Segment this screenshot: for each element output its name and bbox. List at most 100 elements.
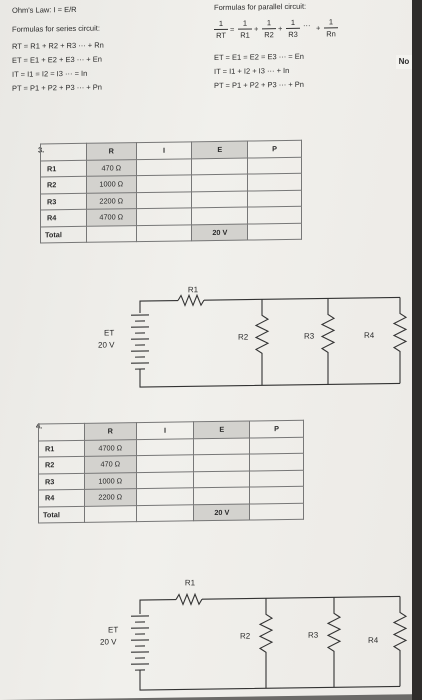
resistor-r1 (175, 592, 203, 606)
total-label: Total (40, 225, 87, 243)
fraction-term-r3: R3 (288, 29, 298, 39)
row-label: R1 (40, 159, 87, 177)
label-r3: R3 (304, 332, 315, 341)
resistance-value: 4700 Ω (86, 208, 137, 226)
power-cell[interactable] (247, 206, 302, 224)
header-p: P (247, 140, 302, 158)
voltage-cell[interactable] (191, 157, 248, 175)
resistor-r1 (177, 293, 205, 307)
total-current-cell[interactable] (136, 504, 194, 522)
voltage-cell[interactable] (193, 454, 250, 472)
power-cell[interactable] (247, 173, 302, 191)
resistance-value: 2200 Ω (84, 488, 137, 506)
voltage-cell[interactable] (193, 487, 250, 505)
row-label: R3 (38, 472, 85, 490)
current-cell[interactable] (136, 487, 194, 506)
fraction-op: + (254, 24, 259, 34)
resistance-value: 2200 Ω (86, 192, 137, 210)
voltage-cell[interactable] (191, 174, 248, 192)
resistor-r4 (392, 596, 408, 687)
resistor-r3 (320, 298, 336, 385)
resistance-value: 1000 Ω (86, 175, 137, 193)
header-e: E (191, 141, 248, 159)
fraction-op: ··· (303, 20, 311, 30)
label-source-voltage: 20 V (100, 637, 117, 646)
table-total-row: Total 20 V (38, 502, 304, 523)
current-cell[interactable] (136, 158, 192, 176)
voltage-cell[interactable] (193, 437, 250, 455)
problem-3-circuit-diagram: R1 ET 20 V R2 R3 R4 (98, 285, 408, 388)
header-i: I (136, 141, 192, 160)
power-cell[interactable] (247, 156, 302, 175)
power-cell[interactable] (249, 453, 304, 471)
header-i: I (136, 421, 194, 440)
side-tab: No (396, 55, 412, 69)
row-label: R2 (38, 456, 85, 474)
current-cell[interactable] (136, 191, 192, 209)
fraction-numerator: 1 (328, 17, 334, 27)
label-et: ET (108, 625, 118, 634)
resistor-r3 (326, 597, 342, 688)
row-label: R2 (40, 176, 87, 194)
voltage-cell[interactable] (191, 207, 248, 225)
resistance-value: 1000 Ω (84, 472, 137, 490)
problem-4-circuit-diagram: R1 ET 20 V R2 R3 R4 (100, 578, 408, 691)
total-voltage-value: 20 V (191, 223, 248, 241)
current-cell[interactable] (136, 471, 194, 489)
label-r1: R1 (185, 578, 196, 587)
current-cell[interactable] (136, 207, 192, 226)
power-cell[interactable] (249, 436, 304, 455)
voltage-cell[interactable] (193, 470, 250, 488)
current-cell[interactable] (136, 454, 194, 473)
row-label: R4 (40, 209, 87, 227)
problem-3-table: R I E P R1 470 Ω R2 1000 Ω R3 2200 Ω R4 … (40, 140, 302, 244)
resistor-r4 (392, 297, 408, 384)
header-r: R (84, 422, 137, 440)
series-formula-it: IT = I1 = I2 = I3 ··· = In (12, 68, 88, 79)
row-label: R1 (38, 439, 85, 457)
parallel-fraction-formula: 1 RT = 1 R1 + 1 R2 + 1 R3 ··· + 1 Rn (214, 17, 364, 43)
header-cell (38, 423, 85, 441)
total-power-cell[interactable] (247, 222, 302, 241)
resistance-value: 470 Ω (86, 159, 137, 177)
battery-source (131, 314, 149, 370)
resistor-r2 (258, 598, 274, 689)
battery-source (131, 615, 149, 671)
total-current-cell[interactable] (136, 224, 192, 242)
power-cell[interactable] (249, 486, 304, 504)
fraction-op: = (230, 24, 235, 34)
label-et: ET (104, 328, 114, 337)
header-cell (40, 143, 87, 161)
current-cell[interactable] (136, 174, 192, 193)
header-e: E (193, 421, 250, 439)
power-cell[interactable] (247, 189, 302, 208)
total-resistance-cell[interactable] (84, 505, 137, 523)
total-resistance-cell[interactable] (86, 225, 137, 243)
fraction-op: + (278, 24, 283, 34)
parallel-formulas-heading: Formulas for parallel circuit: (214, 1, 307, 13)
label-r4: R4 (368, 636, 379, 645)
fraction-numerator: 1 (290, 17, 296, 27)
row-label: R3 (40, 192, 87, 210)
worksheet-page: Ohm's Law: I = E/R Formulas for series c… (0, 0, 412, 700)
ohms-law: Ohm's Law: I = E/R (12, 4, 77, 15)
total-power-cell[interactable] (249, 502, 304, 521)
label-r1: R1 (188, 285, 199, 294)
power-cell[interactable] (249, 469, 304, 488)
resistor-r2 (254, 299, 270, 386)
fraction-op: + (316, 23, 321, 33)
fraction-term-r2: R2 (264, 30, 274, 40)
voltage-cell[interactable] (191, 190, 248, 208)
parallel-formula-it: IT = I1 + I2 + I3 ··· + In (214, 65, 290, 77)
total-voltage-value: 20 V (193, 503, 250, 521)
label-r2: R2 (240, 631, 251, 640)
label-r4: R4 (364, 331, 375, 340)
series-formulas-heading: Formulas for series circuit: (12, 23, 100, 34)
fraction-term-r1: R1 (240, 30, 250, 40)
current-cell[interactable] (136, 438, 194, 456)
fraction-numerator: 1 (242, 18, 248, 28)
problem-4-table: R I E P R1 4700 Ω R2 470 Ω R3 1000 Ω R4 … (38, 420, 304, 524)
series-formula-et: ET = E1 + E2 + E3 ··· + En (12, 54, 102, 65)
header-r: R (86, 142, 137, 160)
row-label: R4 (38, 489, 85, 507)
